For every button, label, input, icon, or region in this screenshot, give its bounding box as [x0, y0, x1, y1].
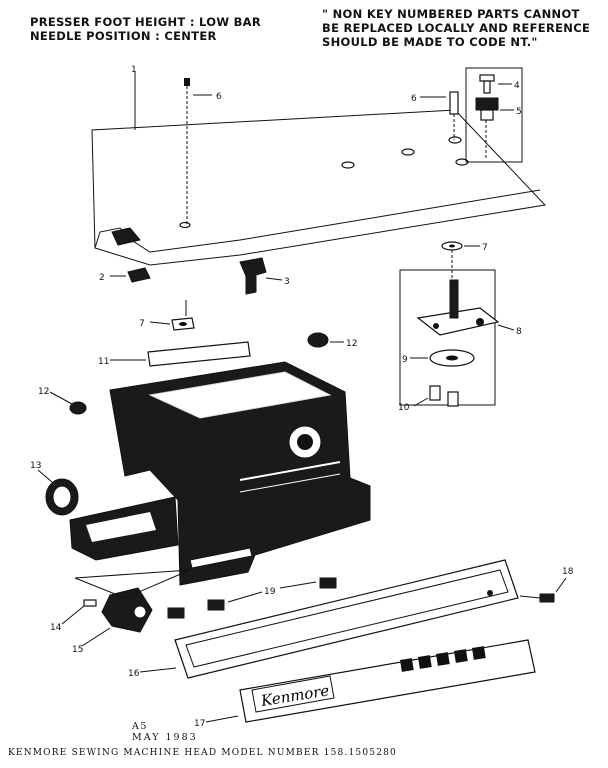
panel-trim-part-16	[139, 559, 519, 679]
needle-position-note: NEEDLE POSITION : CENTER	[30, 29, 217, 43]
footer-code: A5	[132, 721, 148, 732]
screw-part-2	[110, 267, 151, 283]
screw-part-14	[61, 599, 97, 625]
plugs-part-19	[167, 577, 337, 619]
spool-disc-part-9	[410, 349, 475, 367]
callout-4: 4	[514, 81, 520, 91]
callout-10: 10	[398, 403, 410, 413]
callout-17: 17	[194, 719, 205, 729]
screw-part-6-left	[184, 78, 212, 226]
callout-7-right: 7	[482, 243, 488, 253]
bar-part-11	[110, 341, 251, 367]
callout-1: 1	[131, 65, 137, 75]
presser-foot-note: PRESSER FOOT HEIGHT : LOW BAR	[30, 15, 262, 29]
washer-part-7-left	[149, 300, 195, 331]
knob-leader	[74, 569, 191, 599]
header-notes-right: " NON KEY NUMBERED PARTS CANNOT BE REPLA…	[322, 7, 590, 49]
footer-date: MAY 1983	[132, 732, 198, 743]
group-box-4-5	[465, 67, 523, 163]
parts-note-line1: " NON KEY NUMBERED PARTS CANNOT	[322, 7, 580, 21]
callout-15: 15	[72, 645, 83, 655]
callout-9: 9	[402, 355, 408, 365]
spool-pin-assembly-part-8	[416, 279, 515, 336]
callout-3: 3	[284, 277, 290, 287]
callout-13: 13	[30, 461, 41, 471]
screw-part-4	[479, 74, 512, 94]
bushing-part-5	[475, 97, 514, 158]
bracket-part-3	[239, 257, 283, 295]
callout-6-right: 6	[411, 94, 417, 104]
cap-part-12-top	[307, 332, 344, 348]
header-notes-left: PRESSER FOOT HEIGHT : LOW BAR NEEDLE POS…	[30, 15, 261, 43]
callout-6-left: 6	[216, 92, 222, 102]
callout-8: 8	[516, 327, 522, 337]
handwheel-part-13	[37, 469, 79, 516]
callout-18: 18	[562, 567, 574, 577]
callout-12-left: 12	[38, 387, 49, 397]
washer-part-7-right	[441, 241, 480, 290]
callout-5: 5	[516, 107, 522, 117]
callout-19: 19	[264, 587, 276, 597]
callout-16: 16	[128, 669, 140, 679]
group-box-8-10	[399, 269, 496, 406]
callout-11: 11	[98, 357, 109, 367]
callout-12-top: 12	[346, 339, 357, 349]
screw-part-6-right	[420, 91, 459, 140]
parts-note-line2: BE REPLACED LOCALLY AND REFERENCE	[322, 21, 591, 35]
knob-part-15	[81, 587, 153, 647]
callout-14: 14	[50, 623, 62, 633]
callout-7-left: 7	[139, 319, 145, 329]
callout-2: 2	[99, 273, 105, 283]
nameplate-part-17: Kenmore	[205, 639, 536, 723]
screws-part-10	[413, 385, 459, 407]
parts-note-line3: SHOULD BE MADE TO CODE NT."	[322, 35, 538, 49]
callout-labels: 1 6 6 4 5 2 3 7 7 8 9 10 11 12 12 13 14 …	[30, 65, 574, 729]
screw-part-18	[519, 577, 567, 603]
cap-part-12-left	[49, 391, 87, 415]
footer-title: KENMORE SEWING MACHINE HEAD MODEL NUMBER…	[8, 748, 397, 758]
machine-head-casting	[69, 361, 371, 586]
